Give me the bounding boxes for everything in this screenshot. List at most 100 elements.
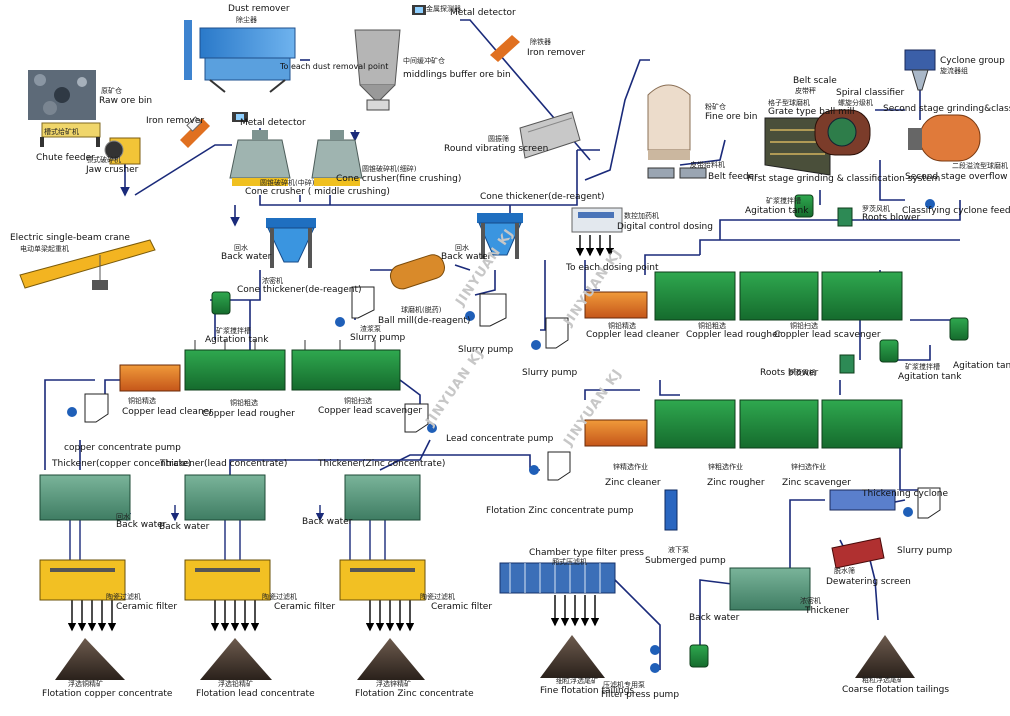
label-iron-remover-left: Iron remover: [146, 116, 205, 126]
cn-pb-conc: 浮选铅精矿: [218, 680, 253, 688]
label-fine-tailings: Fine flotation tailings: [540, 686, 635, 696]
label-digital-dosing: Digital control dosing: [617, 222, 713, 232]
label-chamber-filter: Chamber type filter press: [529, 548, 644, 558]
label-belt-feeder: Belt feeder: [708, 172, 758, 182]
label-lead-conc-pump: Lead concentrate pump: [446, 434, 554, 444]
cn-cu-pb-scavenger-right: 铜铅扫选: [790, 322, 818, 330]
cn-back-water-1: 回水: [234, 244, 248, 252]
label-thickener-zinc: Thickener(Zinc concentrate): [318, 459, 446, 469]
thickening-cyclone: [829, 489, 896, 511]
label-filter-press-pump: Filter press pump: [601, 690, 680, 700]
label-grate-ball-mill: Grate type ball mill: [768, 107, 855, 117]
cn-ball-mill: 球磨机(脱药): [401, 306, 442, 314]
label-slurry-pump-1: Slurry pump: [350, 333, 406, 343]
label-spiral-classifier: Spiral classifier: [836, 88, 905, 98]
cn-cu-pb-rougher-left: 铜铅粗选: [230, 399, 258, 407]
label-metal-detector-top: Metal detector: [450, 8, 516, 18]
cn-chute: 槽式给矿机: [44, 128, 79, 136]
cn-dewatering: 脱水筛: [834, 567, 855, 575]
label-back-water-4: Back water: [159, 522, 210, 532]
cn-iron-remover: 除铁器: [530, 38, 551, 46]
cn-press-pump: 压滤机专用泵: [603, 681, 645, 689]
cn-thickener-left: 浓密机: [262, 277, 283, 285]
cn-cyclone: 旋流器组: [940, 67, 968, 75]
label-copper-conc-pump: copper concentrate pump: [64, 443, 181, 453]
cn-slurry-pump-1: 渣浆泵: [360, 325, 381, 333]
cn-jaw: 颚式破碎机: [86, 156, 121, 164]
cn-belt-feeder: 皮带给料机: [690, 161, 725, 169]
label-dewatering-screen: Dewatering screen: [826, 577, 911, 587]
label-middlings-bin: middlings buffer ore bin: [403, 70, 511, 80]
chute-feeder: [40, 122, 101, 147]
label-thickening-cyclone: Thickening cyclone: [862, 489, 949, 499]
cn-ceramic-2: 陶瓷过滤机: [262, 593, 297, 601]
sumps: [84, 286, 941, 519]
cn-back-water-3: 回水: [116, 513, 130, 521]
cn-coarse-tail: 粗粒浮选尾矿: [862, 676, 904, 684]
cn-fine-tail: 细粒浮选尾矿: [556, 677, 598, 685]
metal-detector-top: [412, 5, 426, 15]
cn-ceramic-1: 陶瓷过滤机: [106, 593, 141, 601]
label-cu-pb-cleaner-right: Coppler lead cleaner: [586, 330, 680, 340]
label-back-water-5: Back water: [302, 517, 353, 527]
cn-spiral: 螺旋分级机: [838, 99, 873, 107]
label-crane: Electric single-beam crane: [10, 233, 130, 243]
label-cu-pb-scavenger-right: Coppler lead scavenger: [774, 330, 881, 340]
label-second-overflow-mill: Second stage overflow ball mill: [905, 172, 1010, 182]
belt-feeder: [647, 167, 707, 179]
label-ceramic-filter-2: Ceramic filter: [274, 602, 336, 612]
cn-dust-remover: 除尘器: [236, 16, 257, 24]
label-back-water-6: Back water: [689, 613, 740, 623]
label-flot-zinc: Flotation Zinc concentrate: [355, 689, 474, 699]
label-zinc-conc-pump: Flotation Zinc concentrate pump: [486, 506, 634, 516]
label-fine-ore-bin: Fine ore bin: [705, 112, 758, 122]
metal-detector-left: [232, 112, 248, 122]
label-dust-remover: Dust remover: [228, 4, 290, 14]
cn-crane: 电动单梁起重机: [20, 245, 69, 253]
submerged-pump: [664, 489, 678, 531]
label-slurry-pump-4: Slurry pump: [897, 546, 953, 556]
label-roots-blower-top: Roots blower: [862, 213, 921, 223]
thickeners: [39, 474, 811, 611]
flotation-right-cu-pb: [584, 271, 903, 321]
cn-roots-mid: 罗茨风机: [788, 369, 816, 377]
cn-agitation-top: 矿浆搅拌槽: [766, 197, 801, 205]
regrind-ball-mill: [389, 254, 445, 290]
cn-submerged: 液下泵: [668, 546, 689, 554]
cn-belt-scale: 皮带秤: [795, 87, 816, 95]
cone-thickener-left: [266, 218, 316, 268]
label-jaw-crusher: Jaw crusher: [86, 165, 139, 175]
cn-grate-mill: 格子型球磨机: [768, 99, 810, 107]
cn-agitation-r1: 矿浆搅拌槽: [905, 363, 940, 371]
cn-zn-conc: 浮选锌精矿: [376, 680, 411, 688]
iron-remover-left: [180, 116, 210, 148]
label-flot-lead: Flotation lead concentrate: [196, 689, 315, 699]
fine-ore-bin: [647, 84, 691, 160]
cn-zn-scavenger: 锌扫选作业: [791, 463, 826, 471]
label-roots-blower-mid: Roots blower: [760, 368, 819, 378]
label-cone-thickener-mid: Cone thickener(de-reagent): [480, 192, 605, 202]
label-flot-copper: Flotation copper concentrate: [42, 689, 173, 699]
dewatering-screen-shape: [831, 537, 885, 569]
cn-fine-bin: 粉矿仓: [705, 103, 726, 111]
label-zinc-cleaner: Zinc cleaner: [605, 478, 661, 488]
label-metal-detector-left: Metal detector: [240, 118, 306, 128]
middlings-bin: [354, 29, 401, 111]
label-agitation-tank-left: Agitation tank: [205, 335, 269, 345]
cone-crusher-middle: [229, 130, 291, 186]
label-agitation-tank-r1: Agitation tank: [898, 372, 962, 382]
agitation-tanks: [211, 194, 969, 668]
label-round-screen: Round vibrating screen: [444, 144, 549, 154]
cn-cu-pb-rougher-right: 铜铅粗选: [698, 322, 726, 330]
label-slurry-pump-3: Slurry pump: [522, 368, 578, 378]
label-cu-pb-rougher-right: Coppler lead rougher: [686, 330, 782, 340]
raw-ore-bin: [28, 70, 96, 120]
label-second-stage-grinding: Second stage grinding&classifying: [883, 104, 1010, 114]
ceramic-filters: [39, 559, 426, 601]
cn-cone-mid: 圆锥破碎机(中碎): [260, 179, 315, 187]
round-vibrating-screen: [519, 111, 581, 159]
chamber-filter-press: [499, 562, 616, 594]
cyclone-group: [904, 49, 936, 91]
label-cyclone-group: Cyclone group: [940, 56, 1005, 66]
label-slurry-pump-2: Slurry pump: [458, 345, 514, 355]
